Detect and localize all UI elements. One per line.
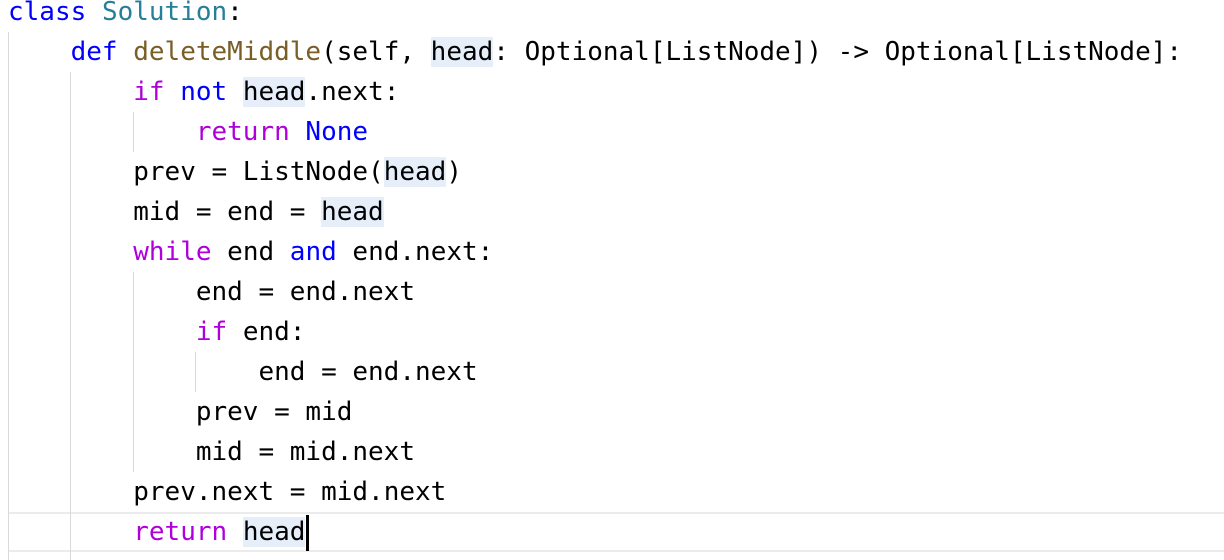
keyword-return: return [133,517,228,547]
highlighted-head: head [383,157,447,187]
text-cursor [306,514,310,551]
code-text: ) [446,157,462,187]
highlighted-head: head [321,197,384,227]
highlighted-head: head [242,517,306,547]
code-text: end = end.next [195,277,415,307]
code-line: while end and end.next: [8,232,493,272]
code-text: (self, [321,37,431,67]
keyword-class: class [8,0,87,27]
code-line: mid = end = head [8,192,384,232]
code-line: prev = mid [8,392,353,432]
indent-guide [133,112,134,152]
indent-guide [70,72,71,560]
code-line-current: return head [8,512,310,552]
highlighted-head: head [430,37,494,67]
keyword-and: and [289,237,337,267]
code-text: prev = mid [195,397,353,427]
keyword-not: not [180,77,228,107]
code-text: end: [242,317,306,347]
code-text: end [227,237,275,267]
keyword-if: if [195,317,228,347]
code-text: prev.next = mid.next [133,477,447,507]
keyword-if: if [133,77,165,107]
code-line: if not head.next: [8,72,399,112]
code-line: end = end.next [8,352,478,392]
code-text: mid = end = [133,197,322,227]
code-line: end = end.next [8,272,415,312]
indent-guide [195,352,196,392]
code-line: mid = mid.next [8,432,415,472]
punctuation: : [227,0,243,27]
code-line: def deleteMiddle(self, head: Optional[Li… [8,32,1182,72]
code-line: if end: [8,312,306,352]
code-text: .next: [305,77,400,107]
code-text: : Optional[ListNode]) -> Optional[ListNo… [493,37,1183,67]
code-text: end = end.next [258,357,478,387]
code-line: class Solution: [8,0,243,32]
keyword-def: def [70,37,118,67]
code-line: prev = ListNode(head) [8,152,462,192]
code-text: end.next: [352,237,494,267]
current-line-highlight [8,512,1224,552]
keyword-return: return [195,117,290,147]
code-text: mid = mid.next [195,437,415,467]
code-text: prev = ListNode( [133,157,384,187]
highlighted-head: head [242,77,306,107]
code-line: return None [8,112,368,152]
class-name: Solution [101,0,228,27]
code-line: prev.next = mid.next [8,472,446,512]
keyword-while: while [133,237,212,267]
indent-guide [8,32,9,560]
keyword-none: None [305,117,369,147]
function-name: deleteMiddle [133,37,322,67]
indent-guide [133,272,134,472]
